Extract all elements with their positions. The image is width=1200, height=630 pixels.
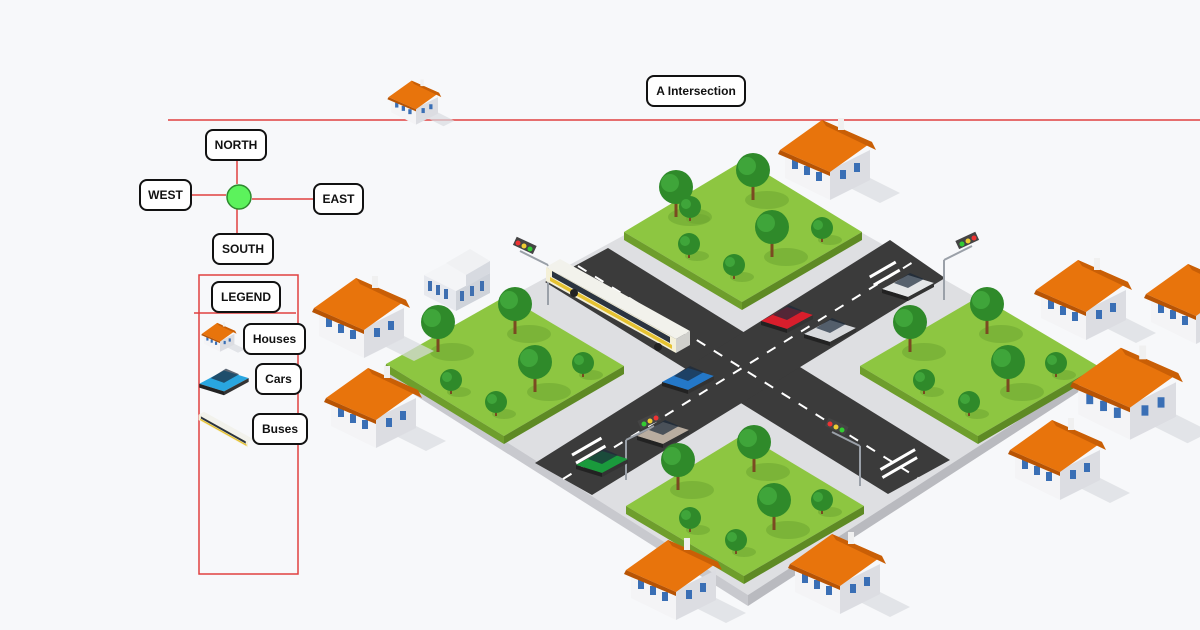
legend-title: LEGEND <box>211 281 281 313</box>
compass-west-label: WEST <box>139 179 192 211</box>
house <box>778 118 900 203</box>
compass-north-label: NORTH <box>205 129 267 161</box>
page-title: A Intersection <box>646 75 746 107</box>
legend-item-buses: Buses <box>252 413 308 445</box>
house <box>1070 345 1200 444</box>
legend-item-cars: Cars <box>255 363 302 395</box>
car-icon <box>199 368 249 396</box>
house <box>312 276 434 361</box>
grass-block-east <box>860 296 1098 444</box>
office-building <box>424 249 490 311</box>
house <box>387 79 455 127</box>
compass-east-label: EAST <box>313 183 364 215</box>
legend-item-houses: Houses <box>243 323 306 355</box>
house <box>1034 258 1156 343</box>
bus <box>546 259 690 353</box>
bus-icon <box>198 411 254 448</box>
compass-center-dot <box>226 184 252 210</box>
road-sw-ne <box>535 240 945 495</box>
compass-south-label: SOUTH <box>212 233 274 265</box>
house-icon <box>201 322 246 353</box>
grass-block-north <box>624 160 862 310</box>
